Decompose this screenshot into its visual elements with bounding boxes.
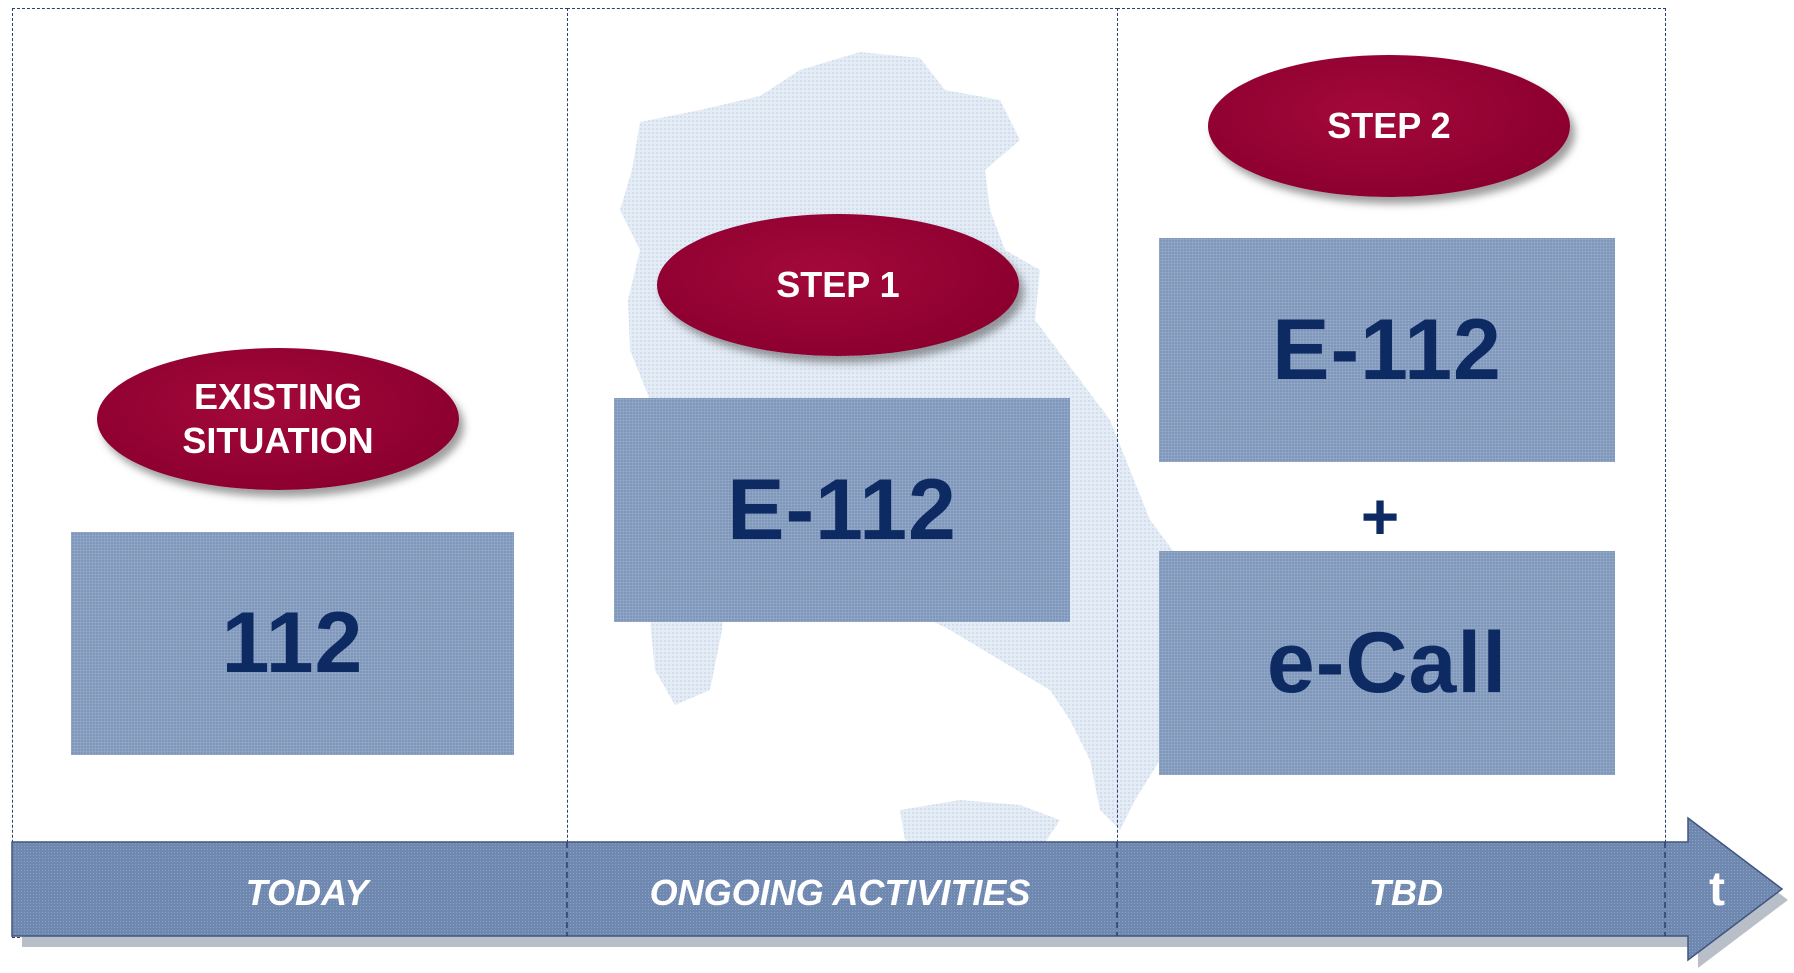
ellipse-step-2: STEP 2	[1208, 55, 1570, 197]
box-ecall: e-Call	[1159, 551, 1615, 775]
timeline-arrow-body	[11, 816, 1784, 962]
ellipse-step-1: STEP 1	[657, 214, 1019, 356]
plus-sign: +	[1360, 479, 1400, 553]
timeline-label-tbd: TBD	[1369, 872, 1443, 913]
box-e112-step2: E-112	[1159, 238, 1615, 462]
timeline-label-today: TODAY	[245, 872, 369, 913]
timeline-axis-t: t	[1709, 863, 1725, 916]
box-e112-step1: E-112	[614, 398, 1070, 622]
timeline-label-ongoing: ONGOING ACTIVITIES	[649, 872, 1031, 913]
box-ecall-label: e-Call	[1266, 614, 1508, 711]
box-e112-step2-label: E-112	[1272, 301, 1502, 398]
box-112-label: 112	[221, 595, 364, 691]
ellipse-step-2-label: STEP 2	[1327, 105, 1451, 146]
box-e112-step1-label: E-112	[727, 461, 957, 558]
ellipse-existing-line-1: EXISTING	[193, 376, 362, 417]
box-112: 112	[71, 532, 514, 755]
ellipse-existing-situation: EXISTING SITUATION	[97, 348, 459, 490]
ellipse-step-1-label: STEP 1	[776, 264, 900, 305]
ellipse-existing-line-2: SITUATION	[182, 420, 374, 461]
